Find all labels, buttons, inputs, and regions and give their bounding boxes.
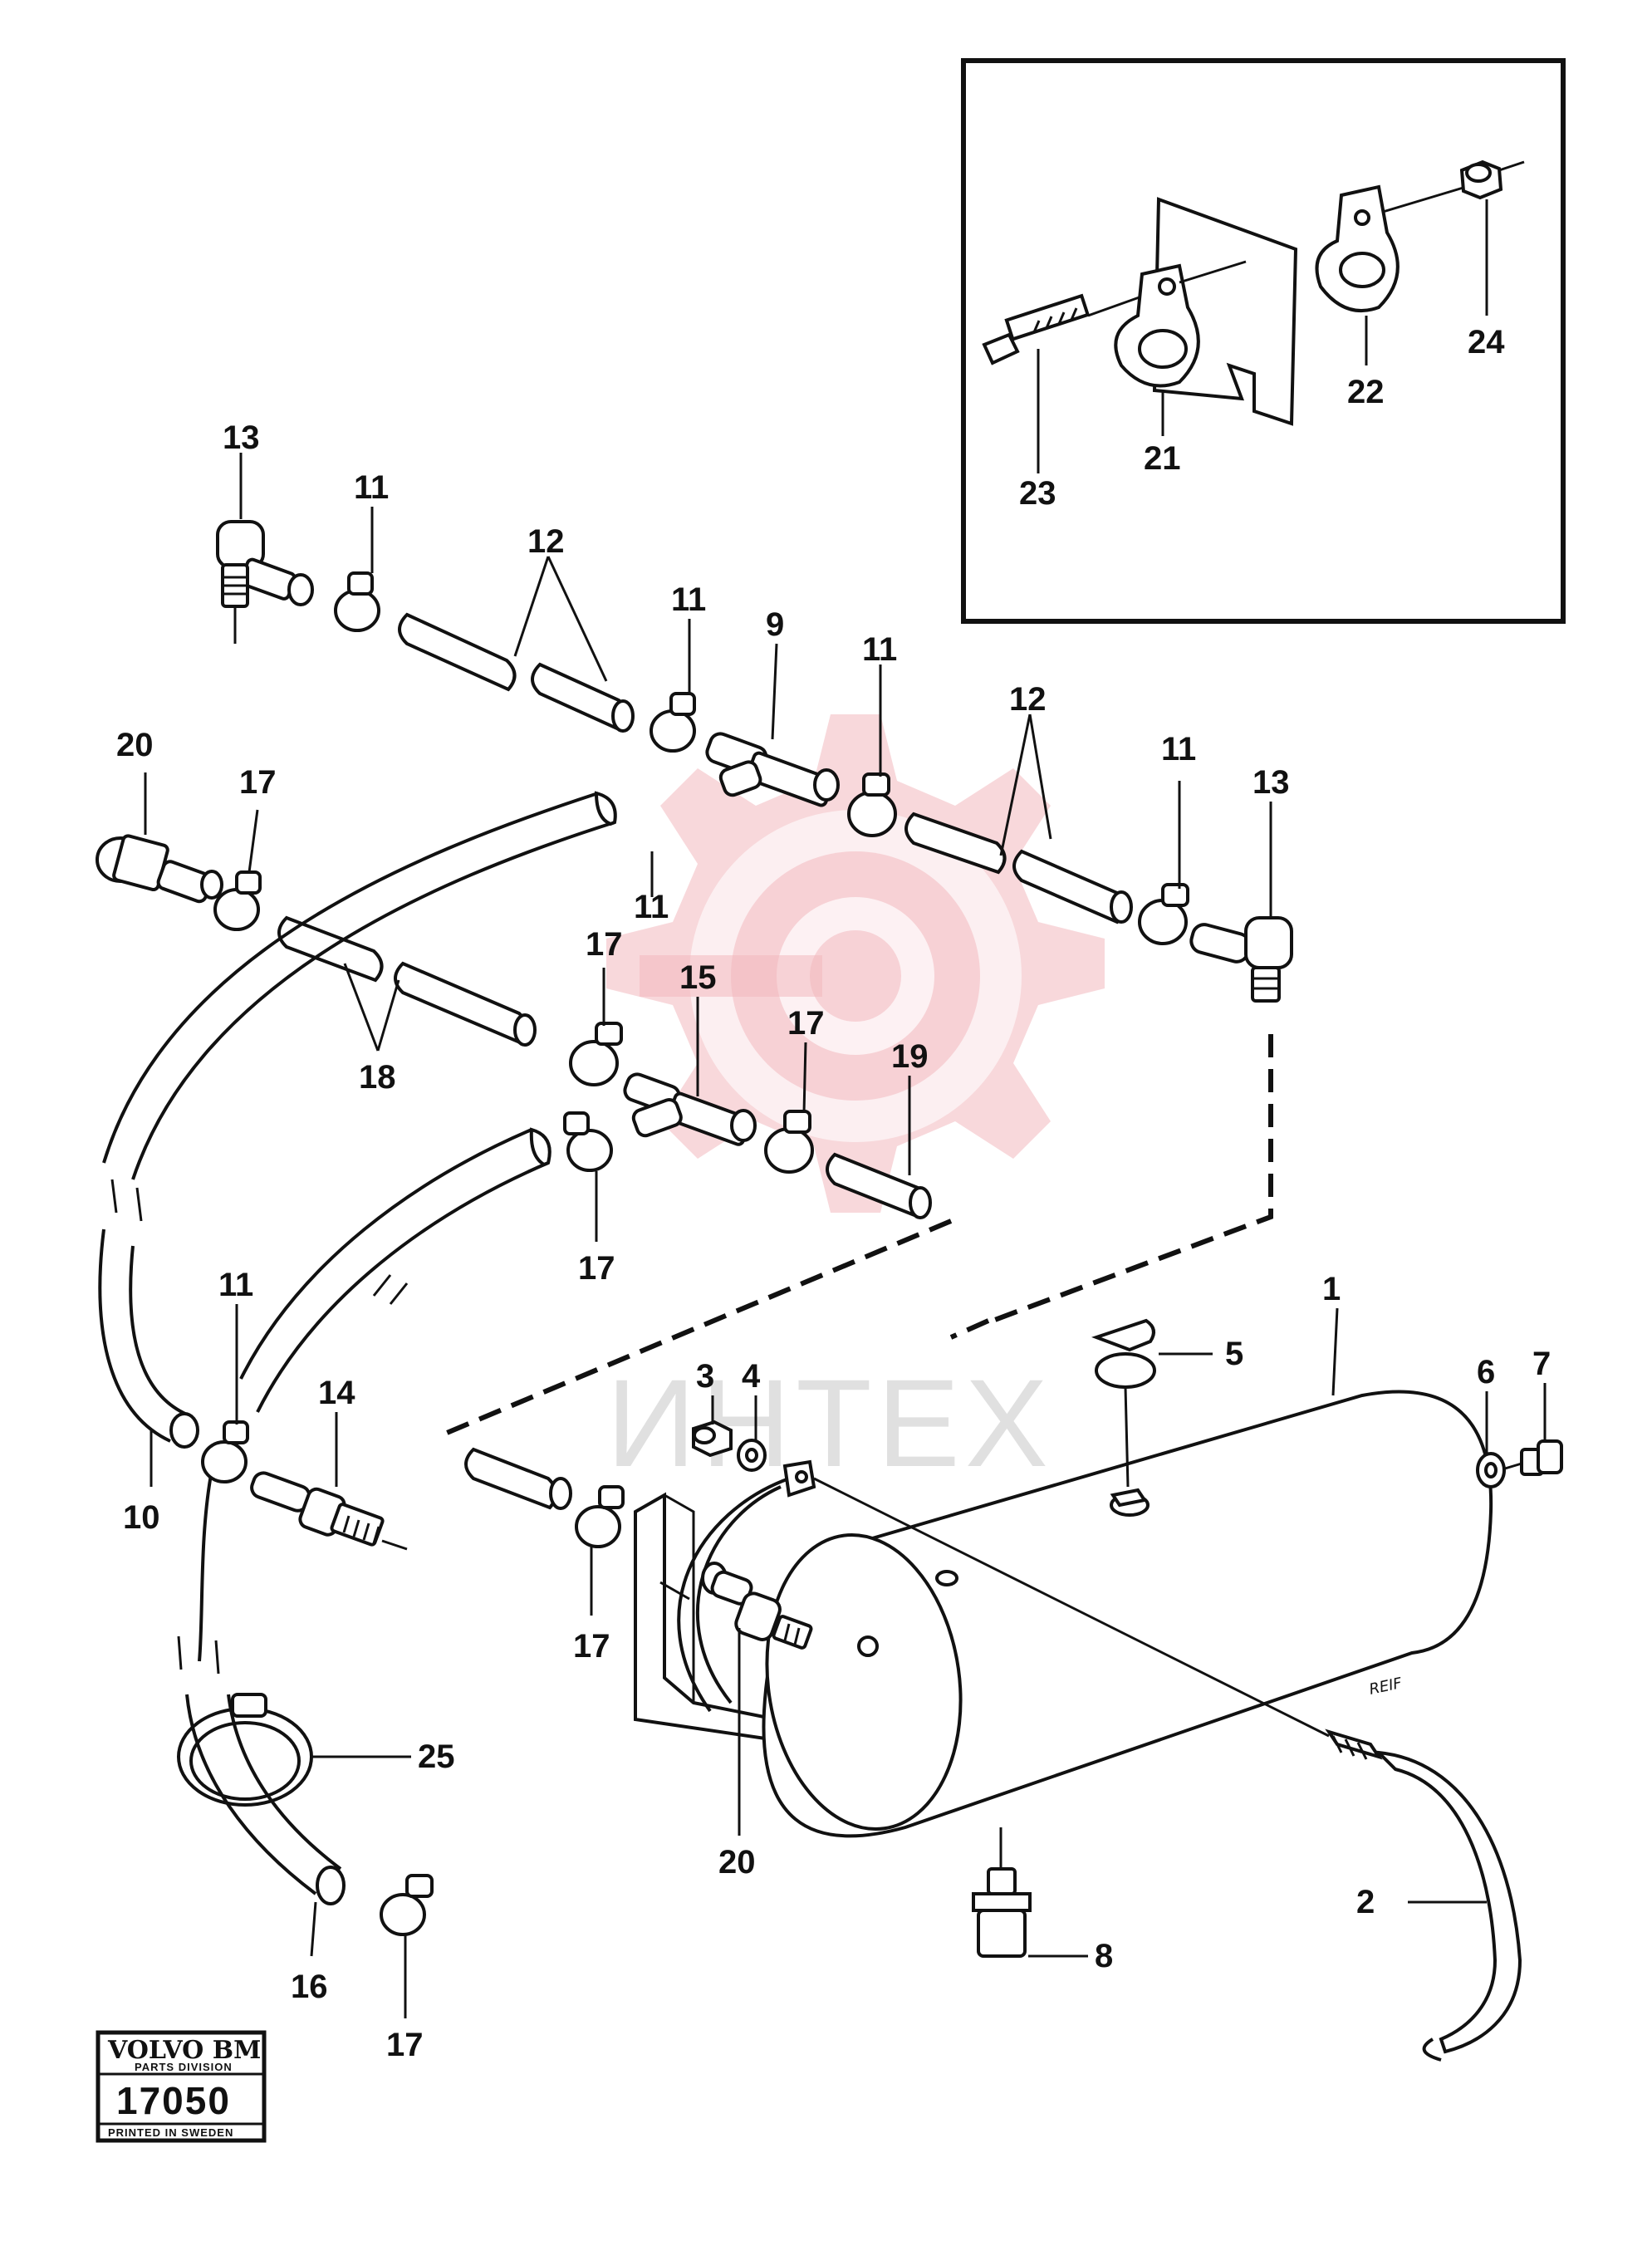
- label-17-c: 17: [787, 1005, 825, 1042]
- filler-cap-5: [1091, 1318, 1156, 1508]
- label-17-a: 17: [239, 764, 277, 801]
- label-13-left: 13: [223, 419, 260, 456]
- label-14: 14: [318, 1375, 355, 1411]
- label-23: 23: [1019, 475, 1056, 512]
- label-3: 3: [696, 1358, 714, 1395]
- tee-fitting-9: [705, 732, 840, 807]
- label-25: 25: [418, 1738, 455, 1775]
- hose-12-a: [398, 612, 517, 692]
- elbow-fitting-13-right: [1189, 916, 1293, 1003]
- part-labels: 13 11 12 11 9 11 12 11 13 20 17 11 17 15…: [116, 419, 1551, 2063]
- label-17-e: 17: [386, 2027, 424, 2063]
- label-8: 8: [1095, 1938, 1113, 1974]
- label-24: 24: [1468, 324, 1505, 360]
- hose-clamp-11-e: [201, 1420, 249, 1483]
- label-11-d: 11: [1161, 731, 1196, 767]
- long-hose-10: [98, 791, 617, 1449]
- dashed-line-middle: [445, 1219, 953, 1435]
- label-15: 15: [679, 959, 717, 996]
- hose-18-b: [394, 961, 529, 1045]
- hose-clamp-17-d: [563, 1111, 613, 1172]
- label-11-a: 11: [354, 469, 389, 506]
- label-11-b: 11: [671, 581, 706, 618]
- air-tank-1: REIF: [762, 1390, 1493, 1838]
- hose-clamp-17-c: [764, 1110, 814, 1174]
- stamp-printed: PRINTED IN SWEDEN: [108, 2126, 233, 2139]
- inset-bolt-23: [982, 293, 1147, 365]
- label-22: 22: [1347, 374, 1385, 410]
- tank-marking: REIF: [1368, 1675, 1404, 1699]
- label-7: 7: [1532, 1346, 1551, 1382]
- label-19: 19: [891, 1038, 929, 1075]
- watermark-text: ИНТЕХ: [606, 1353, 1053, 1493]
- hose-clamp-17-e: [380, 1874, 434, 1936]
- label-13-right: 13: [1252, 764, 1290, 801]
- hose-clamp-17-f: [575, 1485, 625, 1548]
- tank-strap-back: [677, 1477, 790, 1713]
- label-10: 10: [123, 1499, 160, 1536]
- washer-4: [737, 1439, 767, 1472]
- label-11-c: 11: [862, 631, 897, 668]
- stamp-division: PARTS DIVISION: [135, 2061, 233, 2073]
- label-17-f: 17: [573, 1628, 610, 1665]
- hose-clamp-17-b: [569, 1022, 623, 1086]
- washer-6: [1476, 1452, 1506, 1488]
- hose-clamp-17-a: [213, 870, 262, 931]
- label-18: 18: [359, 1059, 396, 1096]
- stamp-brand: VOLVO BM: [107, 2036, 261, 2065]
- nut-3: [692, 1420, 733, 1458]
- hose-break-marks: [110, 1179, 409, 1675]
- label-5: 5: [1225, 1336, 1243, 1372]
- tank-strap-2: [1325, 1729, 1522, 2062]
- hose-stub: [464, 1447, 558, 1510]
- volvo-bm-stamp: VOLVO BM PARTS DIVISION 17050 PRINTED IN…: [96, 2030, 267, 2143]
- hose-clamp-11-b: [650, 692, 696, 753]
- label-11-e: 11: [218, 1267, 253, 1303]
- stamp-number: 17050: [116, 2079, 231, 2122]
- middle-hose-assembly: [96, 834, 932, 1219]
- upper-hose-assembly: [216, 520, 1293, 1003]
- plug-7: [1504, 1439, 1563, 1476]
- label-11-f: 11: [634, 889, 669, 925]
- hose-clamp-11-c: [847, 772, 897, 837]
- label-12-a: 12: [527, 523, 565, 560]
- hose-clamp-11-d: [1138, 883, 1189, 945]
- fitting-20-tank: [701, 1562, 813, 1650]
- label-20-tank: 20: [718, 1844, 756, 1881]
- label-4: 4: [742, 1358, 761, 1395]
- label-6: 6: [1477, 1354, 1495, 1390]
- label-9: 9: [766, 606, 784, 643]
- label-1: 1: [1322, 1271, 1341, 1307]
- strap-rod: [813, 1477, 1330, 1738]
- inset-clamp-21: [1114, 263, 1200, 388]
- connector-fitting-14: [250, 1471, 408, 1551]
- label-21: 21: [1144, 440, 1181, 477]
- elbow-fitting-13-left: [216, 520, 314, 644]
- tee-fitting-15: [623, 1072, 757, 1146]
- label-2: 2: [1356, 1884, 1375, 1920]
- leader-lines: [144, 453, 1547, 2018]
- label-12-b: 12: [1009, 681, 1047, 718]
- dashed-line-join: [949, 1318, 990, 1340]
- clip-25: [177, 1693, 313, 1807]
- dashed-line-upper: [991, 1034, 1273, 1323]
- inset-clamp-22: [1315, 184, 1400, 313]
- tank-bracket: [634, 1492, 778, 1743]
- label-16: 16: [291, 1969, 328, 2005]
- fitting-20-left: [96, 834, 223, 904]
- inset-nut-24: [1459, 159, 1525, 200]
- inset-clamp-detail: 23 21 22 24: [961, 58, 1566, 624]
- label-17-b: 17: [586, 926, 623, 963]
- label-20-left: 20: [116, 727, 154, 763]
- hose-clamp-11-a: [334, 571, 380, 632]
- label-17-d: 17: [578, 1250, 615, 1287]
- drain-valve-8: [972, 1827, 1032, 1958]
